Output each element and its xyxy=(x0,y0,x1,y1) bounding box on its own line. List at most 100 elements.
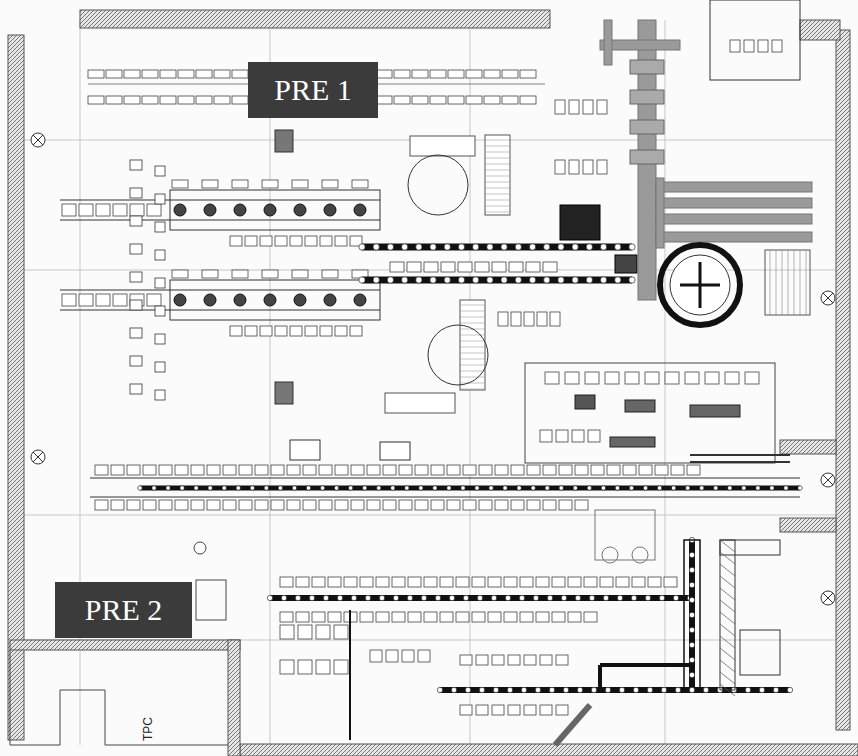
station-box xyxy=(160,70,176,78)
station-box xyxy=(597,100,607,114)
turntable xyxy=(660,245,740,325)
column-cross xyxy=(823,293,833,303)
station-box xyxy=(280,625,294,639)
station-box xyxy=(320,236,332,246)
conveyor-roller xyxy=(517,486,522,491)
column-cross xyxy=(823,593,833,603)
layout-line xyxy=(720,660,735,672)
equipment-box xyxy=(155,306,165,316)
station-box xyxy=(412,96,428,104)
conveyor-roller xyxy=(264,486,269,491)
layout-line xyxy=(720,540,735,552)
equipment-box xyxy=(290,440,320,460)
station-box xyxy=(559,465,572,475)
conveyor-line xyxy=(270,595,690,601)
equipment-box xyxy=(130,160,142,170)
robot-symbol xyxy=(234,294,246,306)
work-area xyxy=(525,363,775,463)
station-box xyxy=(623,465,636,475)
station-box xyxy=(520,96,536,104)
station-box xyxy=(280,660,294,674)
station-box xyxy=(625,372,639,384)
layout-line xyxy=(600,663,690,667)
overhead-conveyor xyxy=(656,214,812,224)
station-box xyxy=(402,650,414,662)
station-box xyxy=(545,372,559,384)
layout-line xyxy=(800,250,801,315)
conveyor-roller xyxy=(531,486,536,491)
conveyor-roller xyxy=(503,486,508,491)
conveyor-roller xyxy=(376,486,381,491)
robot-symbol xyxy=(174,294,186,306)
station-box xyxy=(159,465,172,475)
conveyor-roller xyxy=(742,486,747,491)
conveyor-roller xyxy=(387,277,393,283)
conveyor-roller xyxy=(473,277,479,283)
station-box xyxy=(230,236,242,246)
truss xyxy=(720,540,780,555)
station-box xyxy=(328,577,341,587)
robot-symbol xyxy=(204,294,216,306)
conveyor-roller xyxy=(759,687,764,692)
station-box xyxy=(504,612,517,622)
station-box xyxy=(431,465,444,475)
conveyor-roller xyxy=(573,486,578,491)
station-box xyxy=(143,500,156,510)
layout-line xyxy=(806,250,807,315)
station-box xyxy=(344,577,357,587)
equipment-box xyxy=(630,60,664,74)
conveyor-roller xyxy=(558,244,564,250)
station-box xyxy=(543,262,557,272)
equipment-box xyxy=(130,356,142,366)
column-cross xyxy=(33,452,43,462)
station-box xyxy=(572,430,584,442)
layout-line xyxy=(776,250,777,315)
station-box xyxy=(399,465,412,475)
station-box xyxy=(488,577,501,587)
station-box xyxy=(569,100,579,114)
station-box xyxy=(106,96,122,104)
conveyor-roller xyxy=(430,277,436,283)
station-box xyxy=(376,612,389,622)
robot-symbol xyxy=(264,204,276,216)
conveyor-roller xyxy=(463,595,468,600)
station-box xyxy=(527,500,540,510)
equipment-box xyxy=(232,270,248,278)
conveyor-roller xyxy=(487,277,493,283)
conveyor-roller xyxy=(689,582,694,587)
rack-slot xyxy=(460,323,485,324)
conveyor-roller xyxy=(405,486,410,491)
conveyor-roller xyxy=(577,687,582,692)
conveyor-roller xyxy=(645,595,650,600)
layout-line xyxy=(720,564,735,576)
equipment-box xyxy=(322,270,338,278)
conveyor-roller xyxy=(535,687,540,692)
station-box xyxy=(543,465,556,475)
conveyor-roller xyxy=(689,642,694,647)
rack-slot xyxy=(460,317,485,318)
station-box xyxy=(540,430,552,442)
equipment-circle xyxy=(670,255,730,315)
equipment-box xyxy=(130,272,142,282)
station-box xyxy=(597,160,607,174)
station-box xyxy=(113,294,127,306)
station-box xyxy=(664,577,677,587)
layout-line xyxy=(60,200,380,201)
equipment-box xyxy=(292,180,308,188)
conveyor-roller xyxy=(521,687,526,692)
station-box xyxy=(456,612,469,622)
station-box xyxy=(316,625,330,639)
equipment-box xyxy=(630,150,664,164)
conveyor-roller xyxy=(465,687,470,692)
equipment-box xyxy=(380,442,410,460)
station-box xyxy=(552,577,565,587)
robot-symbol xyxy=(354,204,366,216)
area-name: PRE 1 xyxy=(274,73,352,107)
station-box xyxy=(106,70,122,78)
conveyor-roller xyxy=(787,687,792,692)
station-box xyxy=(559,500,572,510)
station-box xyxy=(588,430,600,442)
room-outline xyxy=(10,650,228,745)
equipment-box xyxy=(262,270,278,278)
conveyor-line xyxy=(140,486,800,491)
